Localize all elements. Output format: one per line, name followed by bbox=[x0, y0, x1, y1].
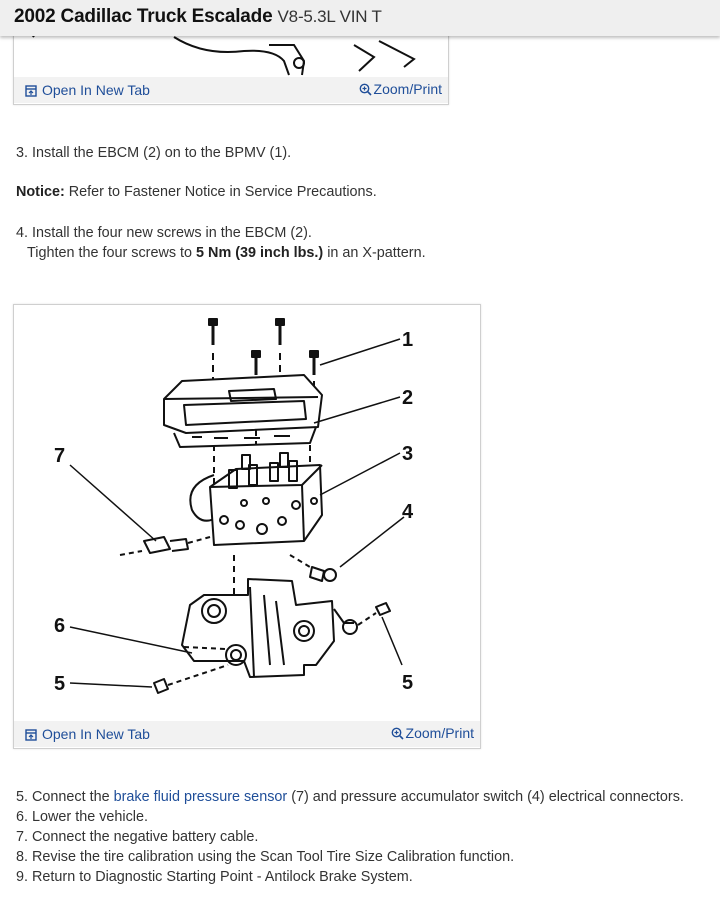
page-title: 2002 Cadillac Truck Escalade V8-5.3L VIN… bbox=[14, 6, 382, 27]
open-in-new-tab-link-2[interactable]: Open In New Tab bbox=[25, 726, 150, 742]
figure-2: 1 2 3 4 5 5 6 7 Open In New Tab Zoom/Pri… bbox=[13, 304, 481, 749]
zoom-print-link[interactable]: Zoom/Print bbox=[359, 81, 442, 97]
step-4-detail: Tighten the four screws to 5 Nm (39 inch… bbox=[27, 245, 426, 261]
step-7: 7. Connect the negative battery cable. bbox=[16, 829, 259, 845]
step-9: 9. Return to Diagnostic Starting Point -… bbox=[16, 869, 413, 885]
notice-text: Refer to Fastener Notice in Service Prec… bbox=[68, 184, 377, 200]
ebcm-bpmv-diagram: 1 2 3 4 5 5 6 7 bbox=[54, 318, 414, 695]
zoom-print-link-2[interactable]: Zoom/Print bbox=[391, 725, 474, 741]
callout-4: 4 bbox=[402, 501, 414, 523]
step-5: 5. Connect the brake fluid pressure sens… bbox=[16, 789, 684, 805]
brake-fluid-pressure-sensor-link[interactable]: brake fluid pressure sensor bbox=[113, 789, 288, 805]
callout-7: 7 bbox=[54, 445, 65, 467]
mounting-bracket bbox=[153, 555, 391, 694]
step-4: 4. Install the four new screws in the EB… bbox=[16, 225, 312, 241]
page-header: 2002 Cadillac Truck Escalade V8-5.3L VIN… bbox=[0, 0, 720, 36]
step-3: 3. Install the EBCM (2) on to the BPMV (… bbox=[16, 145, 292, 161]
step-8: 8. Revise the tire calibration using the… bbox=[16, 849, 515, 865]
zoom-print-icon bbox=[391, 727, 404, 740]
notice-label: Notice: bbox=[16, 184, 65, 200]
final-steps: 5. Connect the brake fluid pressure sens… bbox=[16, 787, 684, 887]
callout-2: 2 bbox=[402, 387, 413, 409]
pressure-sensor bbox=[119, 536, 211, 556]
callout-1: 1 bbox=[402, 329, 413, 351]
callout-5-left: 5 bbox=[54, 673, 65, 695]
accumulator-switch bbox=[289, 554, 337, 582]
leader-lines bbox=[69, 338, 405, 688]
bpmv-block bbox=[209, 452, 323, 546]
notice: Notice: Refer to Fastener Notice in Serv… bbox=[16, 182, 377, 202]
callout-5-right: 5 bbox=[402, 672, 413, 694]
zoom-print-icon bbox=[359, 83, 372, 96]
ebcm-module bbox=[163, 374, 323, 448]
open-new-tab-icon bbox=[25, 729, 37, 741]
callout-3: 3 bbox=[402, 443, 413, 465]
callout-6: 6 bbox=[54, 615, 65, 637]
open-in-new-tab-link[interactable]: Open In New Tab bbox=[25, 82, 150, 98]
page-subtitle: V8-5.3L VIN T bbox=[277, 7, 382, 26]
open-new-tab-icon bbox=[25, 85, 37, 97]
step-6: 6. Lower the vehicle. bbox=[16, 809, 148, 825]
figure-2-toolbar: Open In New Tab Zoom/Print bbox=[14, 721, 480, 747]
torque-spec: 5 Nm (39 inch lbs.) bbox=[196, 245, 324, 261]
figure-1-toolbar: Open In New Tab Zoom/Print bbox=[14, 77, 448, 103]
